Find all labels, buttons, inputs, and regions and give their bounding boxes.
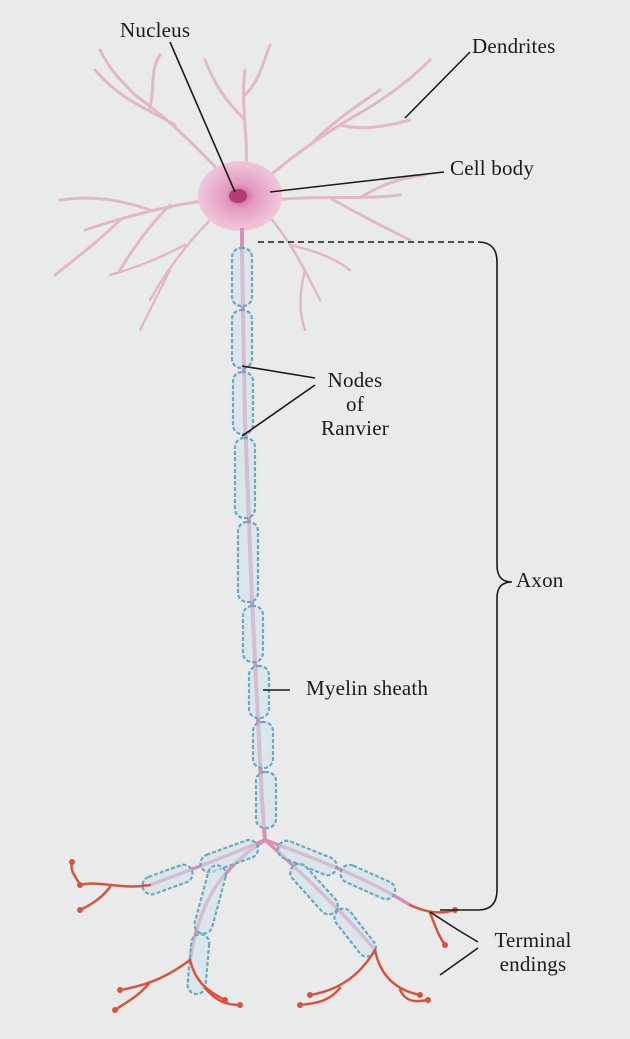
axon-label: Axon [516,568,563,592]
nodes-label-line3: Ranvier [310,416,400,440]
myelin-sheath-label: Myelin sheath [306,676,428,700]
nucleus-label: Nucleus [120,18,190,42]
nodes-label-line1: Nodes [310,368,400,392]
terminal-endings [72,862,455,1010]
dendrites-label: Dendrites [472,34,555,58]
axon-bracket [258,242,512,910]
nodes-of-ranvier-label: Nodes of Ranvier [310,368,400,440]
terminal-endings-label: Terminal endings [478,928,588,976]
nodes-label-line2: of [310,392,400,416]
nucleus [229,189,247,203]
myelin-sheath [232,248,276,828]
cell-body-label: Cell body [450,156,534,180]
terminal-label-line1: Terminal [478,928,588,952]
terminal-label-line2: endings [478,952,588,976]
